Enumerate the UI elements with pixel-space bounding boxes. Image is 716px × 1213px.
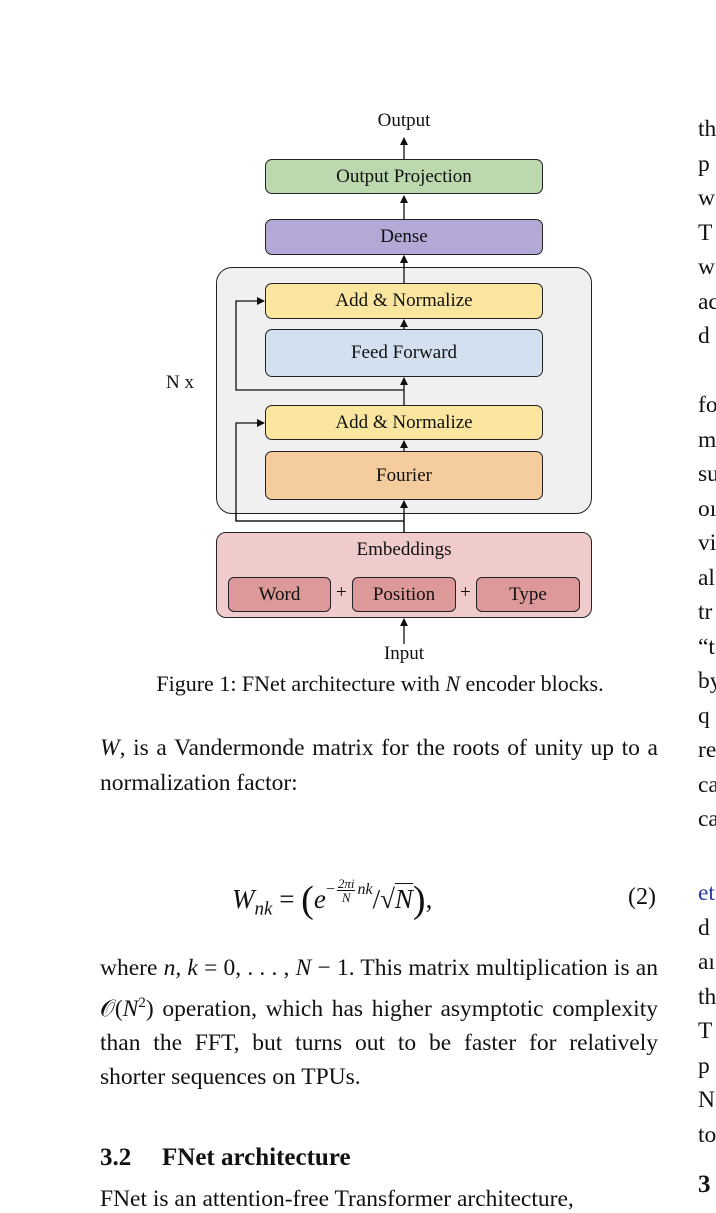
math-w: W — [100, 735, 120, 761]
eq-paren-open: ( — [301, 879, 314, 921]
rc-line: p — [698, 1052, 710, 1079]
eq-exp-sign: − — [325, 881, 335, 898]
p2-math-nk: n, k — [163, 955, 198, 981]
rc-line: “t — [698, 633, 715, 660]
rc-line: th — [698, 983, 716, 1010]
paragraph-complexity: where n, k = 0, . . . , N − 1. This matr… — [100, 951, 658, 1095]
add-normalize-top-block: Add & Normalize — [265, 283, 543, 319]
eq-lhs-sub: nk — [254, 898, 273, 920]
type-embedding-block: Type — [476, 577, 580, 612]
rc-line: ca — [698, 806, 716, 832]
rc-line: to — [698, 1121, 716, 1148]
feed-forward-block: Feed Forward — [265, 329, 543, 377]
rc-line: d — [698, 914, 710, 941]
eq-equals: = — [279, 884, 295, 914]
input-label: Input — [383, 643, 425, 664]
position-embedding-block: Position — [352, 577, 456, 612]
p2-paren: ( — [114, 995, 123, 1022]
caption-suffix: encoder blocks. — [460, 671, 604, 696]
rc-line: w — [698, 254, 715, 280]
rc-line: th — [698, 116, 716, 142]
p2-big-o: 𝒪 — [100, 995, 115, 1022]
figure-caption: Figure 1: FNet architecture with N encod… — [100, 671, 660, 697]
rc-line: T — [698, 1018, 713, 1044]
rc-line: ac — [698, 288, 716, 315]
rc-line: al — [698, 564, 715, 591]
rc-line: aı — [698, 949, 715, 975]
nx-label: N x — [166, 372, 194, 393]
rc-line: d — [698, 323, 710, 349]
right-column-group-4: 3 — [698, 1168, 716, 1203]
eq-paren-close: ) — [412, 879, 426, 921]
section-title: FNet architecture — [162, 1144, 351, 1171]
p2-sup: 2 — [138, 994, 146, 1011]
p2-text-5: ) operation, which has higher asymptotic… — [100, 995, 658, 1091]
word-embedding-block: Word — [228, 577, 331, 612]
dense-block: Dense — [265, 219, 543, 255]
output-projection-block: Output Projection — [265, 159, 543, 194]
eq-frac-den: N — [341, 889, 351, 905]
rc-line: m — [698, 426, 716, 453]
section-number: 3.2 — [100, 1144, 132, 1171]
paragraph1-text: , is a Vandermonde matrix for the roots … — [100, 735, 658, 796]
caption-text: Figure 1: FNet architecture with — [156, 671, 446, 696]
section-heading: 3.2 FNet architecture — [100, 1144, 351, 1172]
add-normalize-bottom-block: Add & Normalize — [265, 405, 543, 440]
rc-line: oı — [698, 495, 716, 522]
embeddings-label: Embeddings — [356, 539, 452, 560]
rc-line: ca — [698, 771, 716, 798]
eq-frac-num: 2πi — [336, 875, 356, 891]
eq-lhs: W — [232, 884, 255, 914]
position-label: Position — [372, 584, 436, 605]
right-column-group-3: et d aı th T p N to — [698, 876, 716, 1152]
rc-line: T — [698, 219, 713, 246]
caption-math: N — [445, 671, 461, 696]
paragraph-vandermonde: W, is a Vandermonde matrix for the roots… — [100, 731, 658, 800]
p2-math-n2: N — [122, 995, 139, 1022]
type-label: Type — [509, 584, 547, 605]
p2-text-3: − 1. This matrix multiplication is an — [311, 955, 658, 981]
rc-line: w — [698, 185, 715, 211]
output-label: Output — [377, 110, 431, 131]
add-normalize-bottom-label: Add & Normalize — [335, 412, 473, 433]
feed-forward-label: Feed Forward — [350, 342, 458, 363]
add-normalize-top-label: Add & Normalize — [335, 290, 473, 311]
rc-line: fo — [698, 392, 716, 418]
dense-label: Dense — [380, 226, 428, 247]
eq-sqrt: /√ — [372, 884, 395, 914]
rc-line: su — [698, 461, 716, 487]
rc-line: by — [698, 668, 716, 694]
eq-sqrt-arg: N — [394, 883, 413, 914]
rc-line: N — [698, 1087, 715, 1113]
output-projection-label: Output Projection — [336, 166, 472, 187]
eq-base: e — [313, 884, 326, 914]
rc-line: re — [698, 737, 716, 763]
rc-link-line[interactable]: et — [698, 880, 715, 906]
eq-exp-tail: nk — [357, 881, 373, 898]
eq-comma: , — [425, 884, 433, 914]
rc-line: q — [698, 702, 710, 729]
p2-text-1: where — [100, 955, 164, 981]
right-column-group-2: fo m su oı vi al tr “t by q re ca ca — [698, 388, 716, 837]
fourier-block: Fourier — [265, 451, 543, 500]
rc-line: p — [698, 150, 710, 177]
rc-line: 3 — [698, 1171, 711, 1198]
p2-text-2: = 0, . . . , — [197, 955, 296, 981]
fourier-label: Fourier — [376, 465, 432, 486]
rc-line: tr — [698, 599, 713, 625]
equation-number: (2) — [628, 884, 656, 910]
p2-math-n: N — [295, 955, 312, 981]
rc-line: vi — [698, 530, 716, 556]
plus-sign-2: + — [460, 582, 471, 603]
word-label: Word — [258, 584, 301, 605]
right-column-group-1: th p w T w ac d — [698, 112, 716, 354]
plus-sign-1: + — [336, 582, 347, 603]
